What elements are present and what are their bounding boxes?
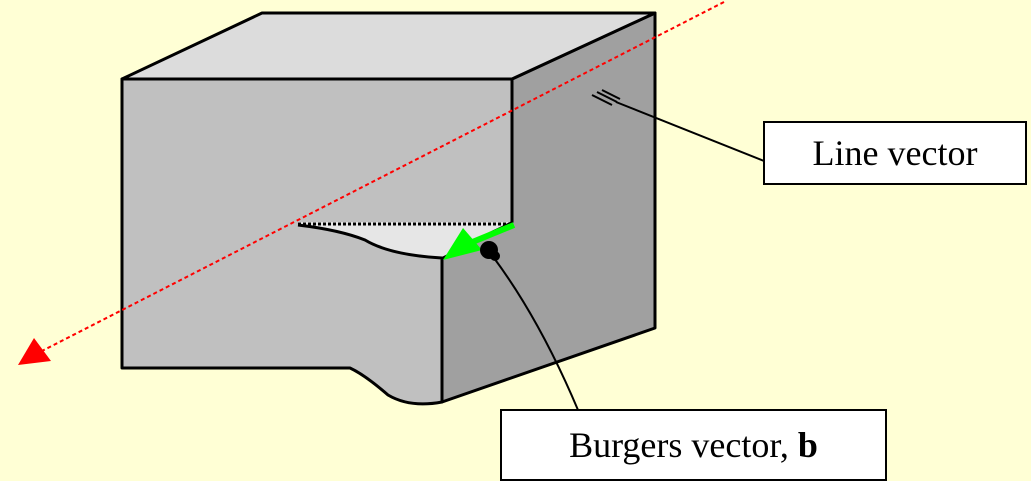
dislocation-core-dot-2 [490,251,500,261]
line-vector-leader [615,101,765,162]
line-vector-marker [591,89,621,106]
block-front-upper [122,79,512,225]
burgers-vector-label: Burgers vector, b [500,409,887,481]
burgers-vector-text: Burgers vector, [569,425,789,465]
block-front-outline [120,77,514,225]
burgers-vector-symbol: b [797,425,818,465]
line-vector-label: Line vector [763,121,1027,185]
line-vector-text: Line vector [812,133,978,173]
dislocation-line [39,1,725,353]
burgers-vector-leader [493,257,579,411]
block-front-lower-outline [120,223,444,406]
slip-step-recess [298,222,512,258]
block-front-lower [122,225,442,404]
burgers-vector-shaft [468,222,516,246]
burgers-vector-arrowhead [443,228,482,260]
dislocation-line-arrowhead [18,338,51,365]
